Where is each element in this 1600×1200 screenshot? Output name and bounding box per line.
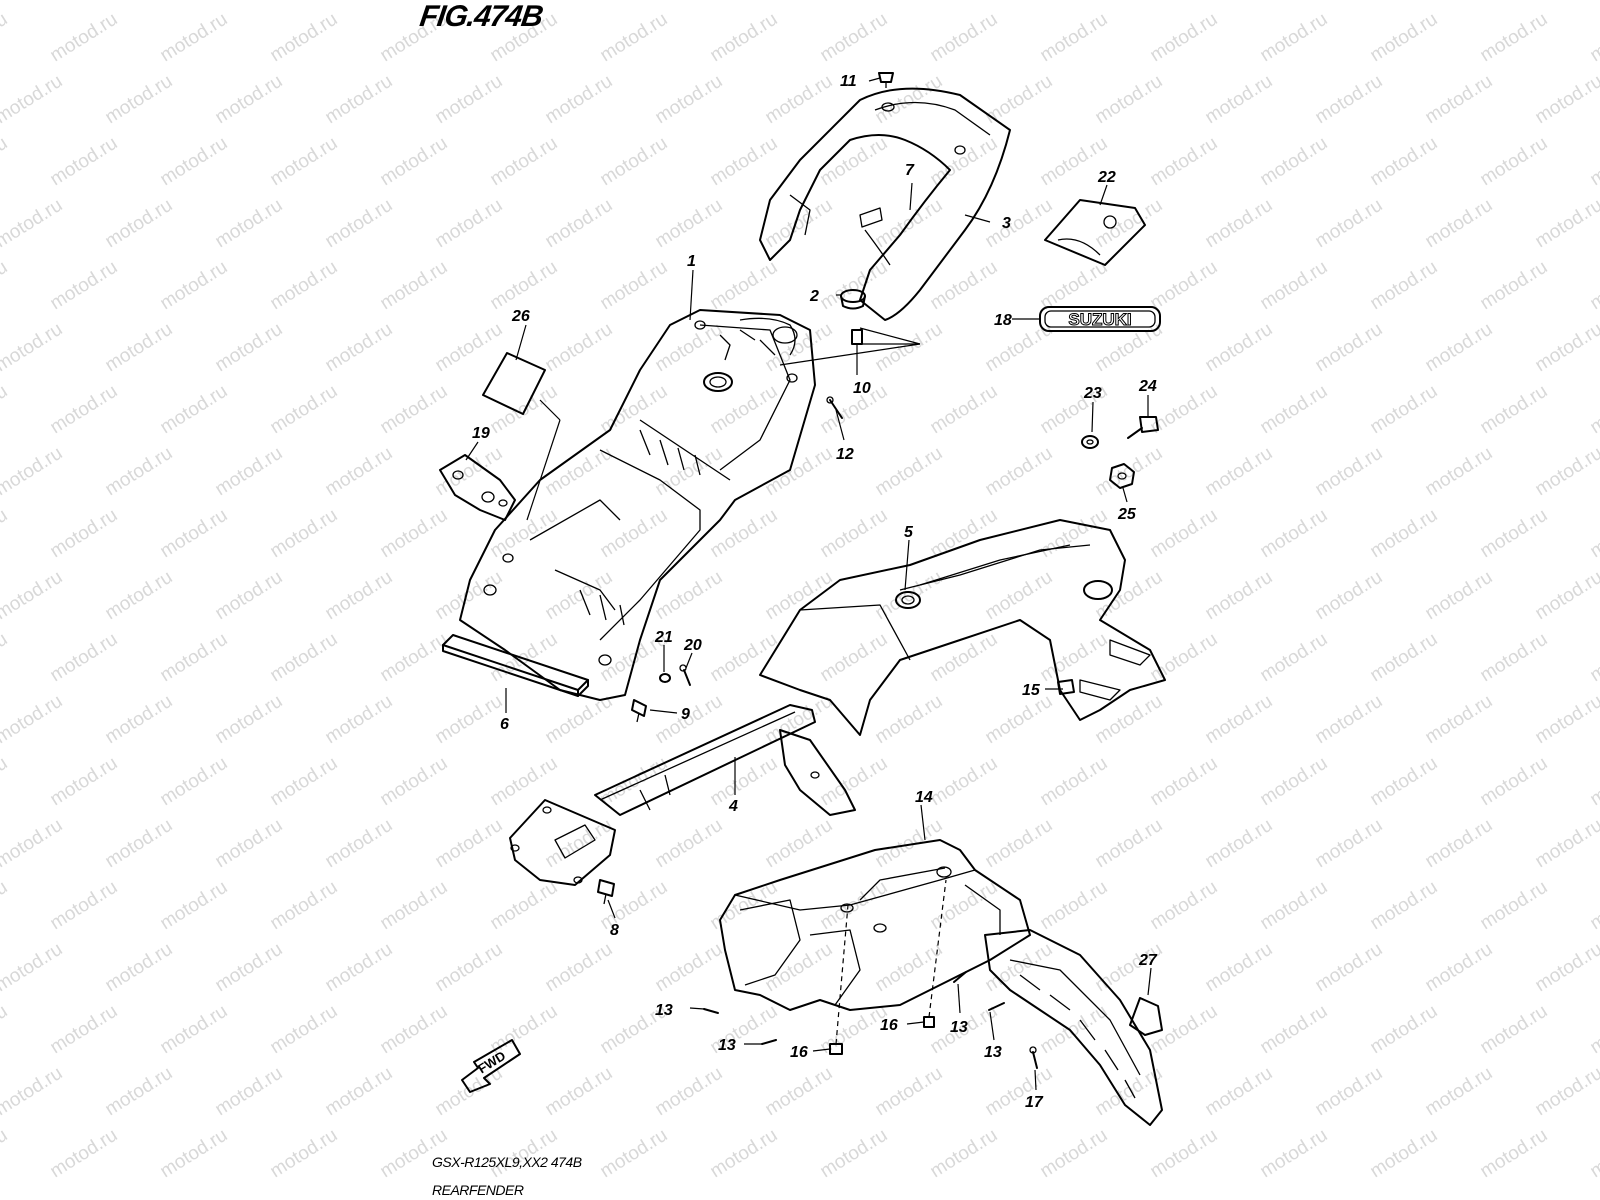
reflector-part-27 bbox=[1129, 997, 1163, 1036]
callout-12: 12 bbox=[836, 446, 854, 463]
brace-part-4 bbox=[509, 704, 856, 886]
callout-26: 26 bbox=[511, 308, 530, 325]
screws-group bbox=[703, 971, 1038, 1069]
callout-21: 21 bbox=[654, 629, 673, 646]
label-part-26 bbox=[482, 352, 546, 415]
callout-15: 15 bbox=[1022, 682, 1041, 699]
clip-part-15 bbox=[1057, 679, 1075, 695]
callout-24: 24 bbox=[1138, 378, 1157, 395]
callout-13-d: 13 bbox=[984, 1044, 1002, 1061]
nut-part-25 bbox=[1109, 463, 1135, 489]
callout-19: 19 bbox=[472, 425, 490, 442]
callout-5: 5 bbox=[904, 524, 914, 541]
model-code: GSX-R125XL9,XX2 474B bbox=[432, 1154, 582, 1170]
callout-27: 27 bbox=[1138, 952, 1158, 969]
callout-23: 23 bbox=[1083, 385, 1102, 402]
callout-13-c: 13 bbox=[950, 1019, 968, 1036]
bracket-part-19 bbox=[439, 454, 516, 521]
bolt-part-24 bbox=[1127, 416, 1159, 439]
callout-18: 18 bbox=[994, 312, 1012, 329]
callout-16-b: 16 bbox=[880, 1017, 898, 1034]
leader-lines bbox=[465, 77, 1152, 1091]
screw-part-12 bbox=[826, 396, 843, 419]
bolt-part-8 bbox=[597, 879, 615, 905]
callout-7: 7 bbox=[905, 162, 915, 179]
pouch-part-22 bbox=[1044, 199, 1146, 266]
callout-17: 17 bbox=[1025, 1094, 1044, 1111]
emblem-text: SUZUKI bbox=[1068, 310, 1131, 329]
diagram-name: REARFENDER bbox=[432, 1182, 524, 1198]
foam-strip-part-6 bbox=[442, 634, 589, 697]
bolt-part-9 bbox=[631, 699, 647, 723]
callout-1: 1 bbox=[687, 253, 696, 270]
callout-13-a: 13 bbox=[655, 1002, 673, 1019]
callout-22: 22 bbox=[1097, 169, 1116, 186]
tail-cover-part-3 bbox=[759, 87, 1011, 321]
washer-part-21 bbox=[659, 673, 671, 683]
callout-20: 20 bbox=[683, 637, 702, 654]
forward-direction-arrow: FWD bbox=[461, 1039, 521, 1093]
callout-16-a: 16 bbox=[790, 1044, 808, 1061]
callout-14: 14 bbox=[915, 789, 933, 806]
clip-part-11 bbox=[878, 72, 894, 88]
callout-4: 4 bbox=[728, 798, 738, 815]
washer-part-23 bbox=[1081, 435, 1099, 449]
callout-6: 6 bbox=[500, 716, 509, 733]
inner-fender-part-1 bbox=[459, 309, 816, 701]
callout-10: 10 bbox=[853, 380, 871, 397]
screw-part-20 bbox=[679, 664, 691, 686]
under-cowl-part-14 bbox=[719, 839, 1031, 1011]
callout-25: 25 bbox=[1117, 506, 1137, 523]
callout-2: 2 bbox=[809, 288, 819, 305]
callout-8: 8 bbox=[610, 922, 619, 939]
emblem-part-18: SUZUKI bbox=[1039, 306, 1161, 332]
seat-cowl-part-5 bbox=[759, 519, 1166, 736]
callout-11: 11 bbox=[840, 73, 857, 90]
nut-clip-part-10 bbox=[851, 329, 863, 345]
callouts: 11 7 3 22 18 2 10 1 12 26 19 6 21 20 9 4… bbox=[472, 73, 1158, 1111]
callout-13-b: 13 bbox=[718, 1037, 736, 1054]
rear-hugger-part bbox=[984, 929, 1163, 1126]
grommet-part-2 bbox=[840, 289, 866, 310]
callout-3: 3 bbox=[1002, 215, 1011, 232]
callout-9: 9 bbox=[681, 706, 690, 723]
